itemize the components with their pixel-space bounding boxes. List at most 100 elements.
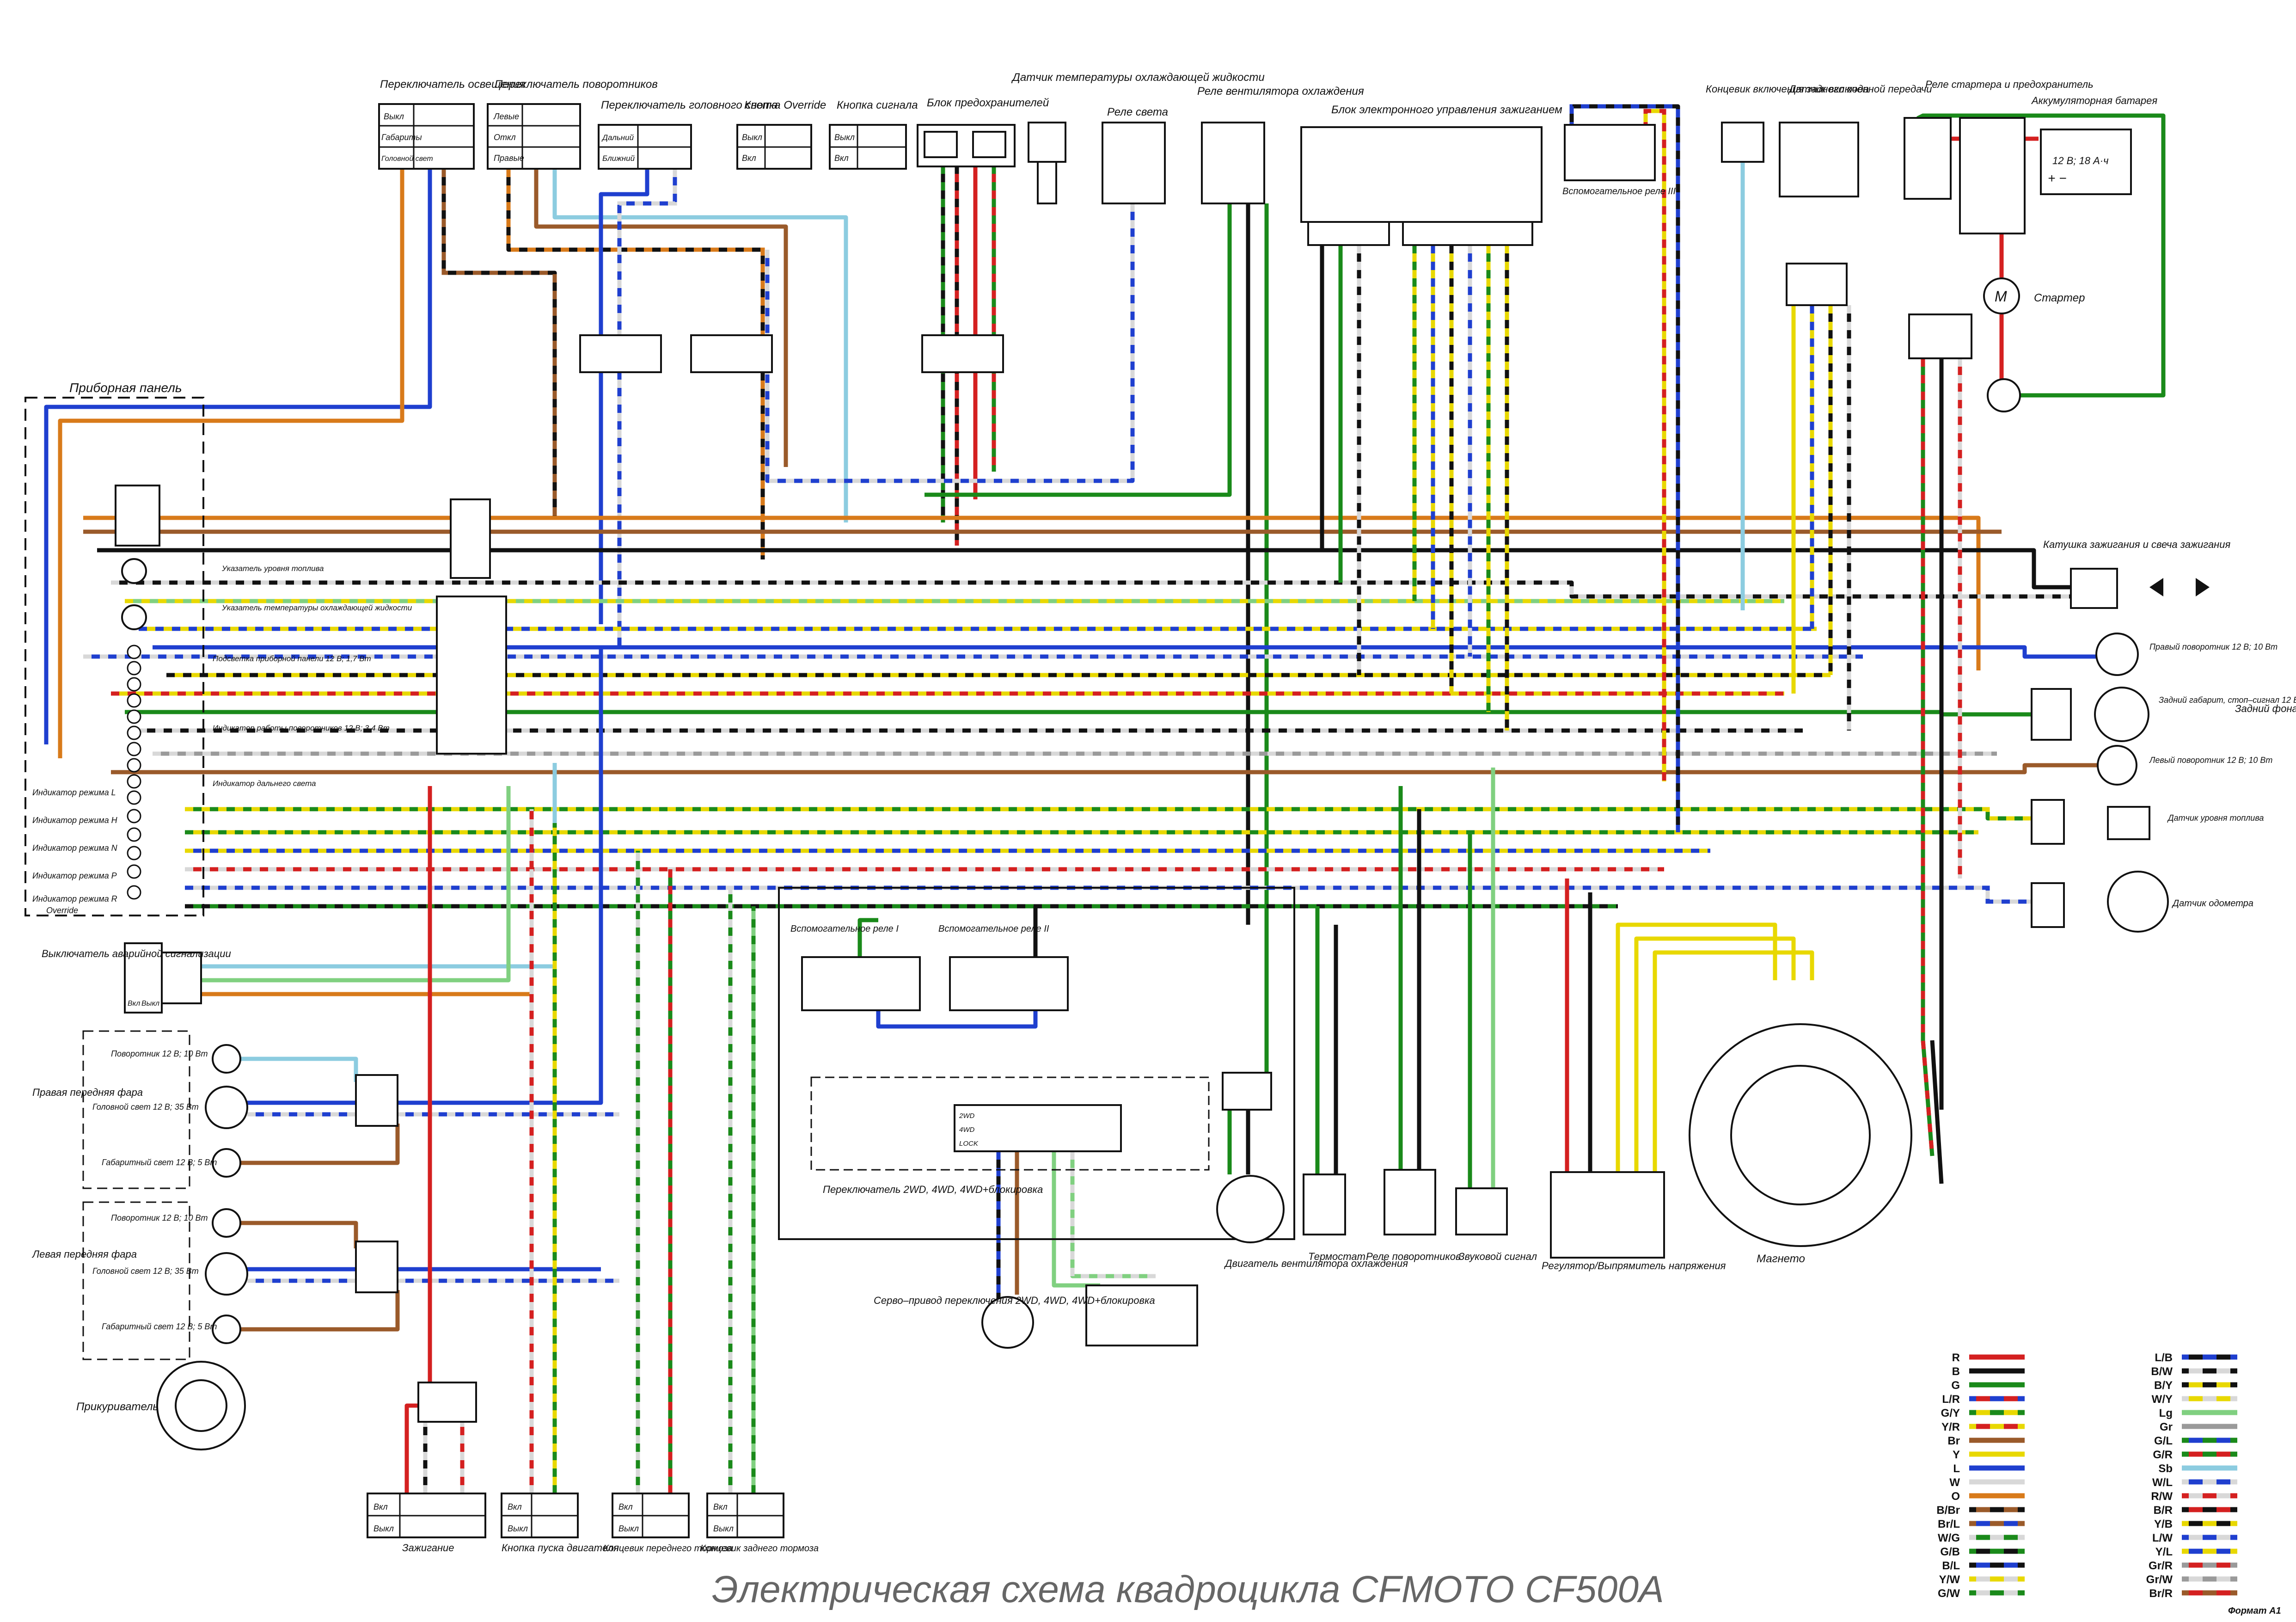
panel-lamp-icon xyxy=(127,661,141,676)
fuel-level-sensor: Датчик уровня топлива xyxy=(2031,799,2264,845)
regulator-label: Регулятор/Выпрямитель напряжения xyxy=(1542,1260,1726,1272)
legend-code: L/R xyxy=(1942,1393,1960,1406)
wire xyxy=(125,710,2032,717)
front-brake-row-0: Вкл xyxy=(618,1502,633,1511)
legend-code: Y/W xyxy=(1939,1573,1960,1586)
front-brake-row-1: Выкл xyxy=(618,1524,639,1533)
turn-switch-row-1: Откл xyxy=(494,133,516,142)
coolant-temp-indicator-label: Указатель температуры охлаждающей жидкос… xyxy=(221,603,412,612)
battery-label: Аккумуляторная батарея xyxy=(2031,95,2157,106)
wire xyxy=(83,516,1981,670)
panel-lamp-icon xyxy=(127,790,141,805)
panel-lamp-icon xyxy=(127,864,141,879)
left-headlight-bulb xyxy=(205,1252,248,1296)
ignition-coil: Катушка зажигания и свеча зажигания xyxy=(2043,539,2231,609)
light-switch-row-0: Выкл xyxy=(384,112,404,121)
panel-lamp-icon xyxy=(127,742,141,756)
front-brake-switch: Вкл Выкл Концевик переднего тормоза xyxy=(603,1493,733,1554)
horn: Звуковой сигнал xyxy=(1455,1187,1537,1262)
rear-brake-switch: Вкл Выкл Концевик заднего тормоза xyxy=(700,1493,819,1554)
panel-lamp-icon xyxy=(127,758,141,773)
rear-lamps: Правый поворотник 12 В; 10 Вт Задний габ… xyxy=(2031,633,2296,786)
fuel-gauge-icon xyxy=(121,558,147,584)
magneto-label: Магнето xyxy=(1757,1253,1805,1265)
wire xyxy=(240,1124,400,1165)
legend-code: Gr/R xyxy=(2149,1560,2173,1572)
rear-lamp-bulb xyxy=(2094,687,2149,742)
left-position-label: Габаритный свет 12 В; 5 Вт xyxy=(102,1322,217,1331)
magneto: Магнето xyxy=(1689,1023,1912,1265)
wire-tracer xyxy=(441,169,557,518)
wire xyxy=(599,169,649,624)
wire xyxy=(97,548,2071,590)
connectors xyxy=(436,334,1004,755)
right-front-turn-label: Поворотник 12 В; 10 Вт xyxy=(111,1049,208,1058)
horn-button: Выкл Вкл Кнопка сигнала xyxy=(829,99,918,170)
aux-relay-1-label: Вспомогательное реле I xyxy=(790,924,899,934)
legend-code: G xyxy=(1951,1379,1960,1392)
legend-code: B/Y xyxy=(2154,1379,2173,1392)
override-button-label: Кнопка Override xyxy=(744,99,826,111)
legend-code: W xyxy=(1949,1476,1960,1489)
ecu-label: Блок электронного управления зажиганием xyxy=(1331,104,1562,116)
wire xyxy=(534,169,788,467)
light-switch-row-2: Головной свет xyxy=(381,155,433,163)
left-front-turn-label: Поворотник 12 В; 10 Вт xyxy=(111,1213,208,1223)
hazard-switch-label: Выключатель аварийной сигнализации xyxy=(42,948,231,959)
wire-tracer xyxy=(506,169,765,559)
reverse-switch-label: Концевик включения заднего хода xyxy=(1706,83,1869,95)
engine-start-button: Вкл Выкл Кнопка пуска двигателя xyxy=(501,1493,619,1554)
legend-code: B/R xyxy=(2154,1504,2173,1517)
right-headlight-label: Правая передняя фара xyxy=(32,1087,143,1098)
ignition-switch-row-1: Выкл xyxy=(373,1524,394,1533)
aux-relay-2-label: Вспомогательное реле II xyxy=(938,924,1049,934)
wire xyxy=(876,1010,1038,1029)
thermostat: Термостат xyxy=(1303,1173,1365,1262)
panel-lamp-icon xyxy=(127,645,141,659)
left-headlight-label: Левая передняя фара xyxy=(31,1248,137,1260)
left-headlight-bulb-label: Головной свет 12 В; 35 Вт xyxy=(92,1266,199,1276)
left-rear-turn-bulb xyxy=(2097,745,2137,786)
legend-code: R xyxy=(1952,1352,1960,1364)
legend-code: B/L xyxy=(1942,1560,1960,1572)
horn-button-label: Кнопка сигнала xyxy=(837,99,918,111)
right-front-turn-bulb xyxy=(212,1044,241,1074)
wire-tracer xyxy=(185,807,2032,821)
coolant-temp-sensor: Датчик температуры охлаждающей жидкости xyxy=(1011,71,1265,204)
aux-relay-3-label: Вспомогательное реле III xyxy=(1562,186,1676,197)
legend-code: Gr/W xyxy=(2146,1573,2173,1586)
wire-tracer xyxy=(111,580,2071,599)
starter-terminal-icon xyxy=(1987,378,2021,412)
high-beam-indicator-label: Индикатор дальнего света xyxy=(213,779,316,788)
horn-label: Звуковой сигнал xyxy=(1458,1251,1537,1262)
wire xyxy=(925,203,1232,497)
light-switch-row-1: Габариты xyxy=(381,133,422,142)
wire-tracer xyxy=(1070,1151,1156,1278)
hazard-switch: Вкл Выкл Выключатель аварийной сигнализа… xyxy=(42,942,231,1014)
legend-code: Br xyxy=(1947,1435,1960,1447)
horn-button-row-1: Вкл xyxy=(834,154,849,163)
panel-lamp-icon xyxy=(127,725,141,740)
legend-code: Br/L xyxy=(1938,1518,1960,1530)
wire-tracer xyxy=(765,203,1135,483)
legend-code: B/Br xyxy=(1936,1504,1960,1517)
wire xyxy=(552,169,848,522)
4wd-subsystem: Вспомогательное реле I Вспомогательное р… xyxy=(778,887,1295,1349)
legend-code: Sb xyxy=(2158,1462,2173,1475)
override-label: Override xyxy=(46,906,78,915)
lighter: Прикуриватель xyxy=(76,1361,246,1450)
wire-harness xyxy=(44,104,2166,1493)
servo-motor-icon xyxy=(981,1296,1034,1349)
battery-spec: 12 В; 18 А·ч xyxy=(2052,155,2108,166)
fuse-box: Блок предохранителей xyxy=(917,97,1049,167)
instrument-panel-label: Приборная панель xyxy=(69,381,182,395)
light-switch-label: Переключатель освещения xyxy=(380,78,525,91)
odometer-sensor: Датчик одометра xyxy=(2031,871,2253,933)
ind-L-label: Индикатор режима L xyxy=(32,788,116,797)
reverse-switch: Концевик включения заднего хода xyxy=(1706,83,1869,163)
left-position-bulb xyxy=(212,1315,241,1344)
wire xyxy=(1930,1040,1944,1184)
wire xyxy=(44,169,432,744)
legend-code: L/W xyxy=(2152,1532,2173,1544)
